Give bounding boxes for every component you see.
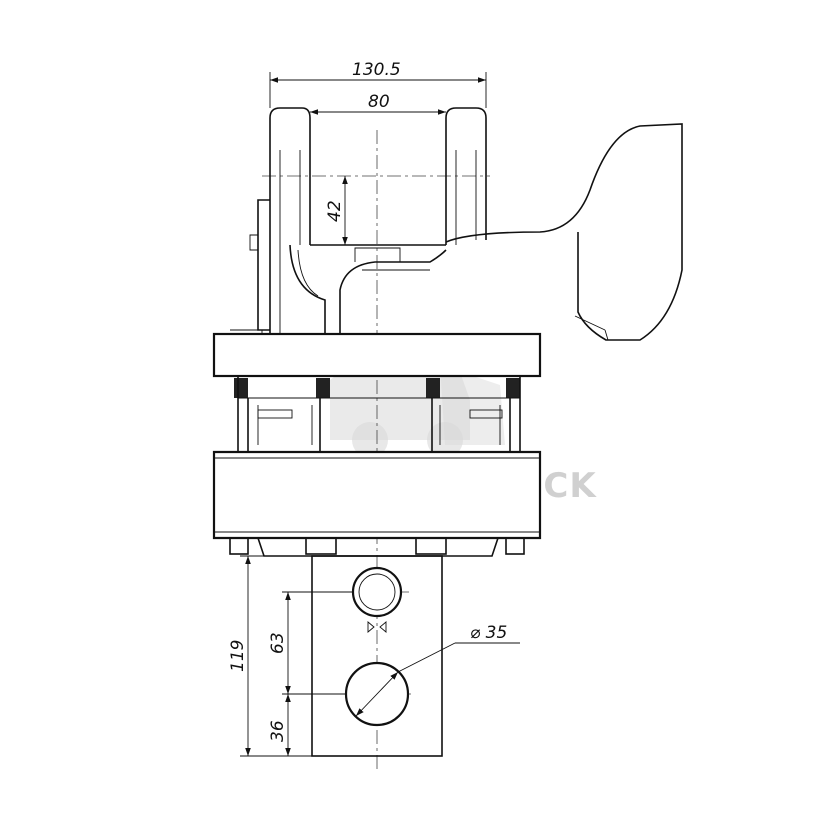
fork-link <box>230 107 683 341</box>
upper-port-hole <box>351 566 403 618</box>
dim-shaft-length: 119 <box>228 640 248 672</box>
rotator-body <box>237 375 521 453</box>
dim-fork-gap: 80 <box>368 92 390 112</box>
dim-overall-width: 130.5 <box>352 60 401 80</box>
dim-pin-diameter: ⌀ 35 <box>470 623 507 643</box>
dim-fork-height: 42 <box>325 200 345 222</box>
lower-flange <box>212 450 542 557</box>
dim-hole-offset: 36 <box>268 720 288 742</box>
dim-hole-spacing: 63 <box>268 632 288 654</box>
dimensions: 130.5 80 42 119 63 36 ⌀ 35 <box>228 60 520 757</box>
